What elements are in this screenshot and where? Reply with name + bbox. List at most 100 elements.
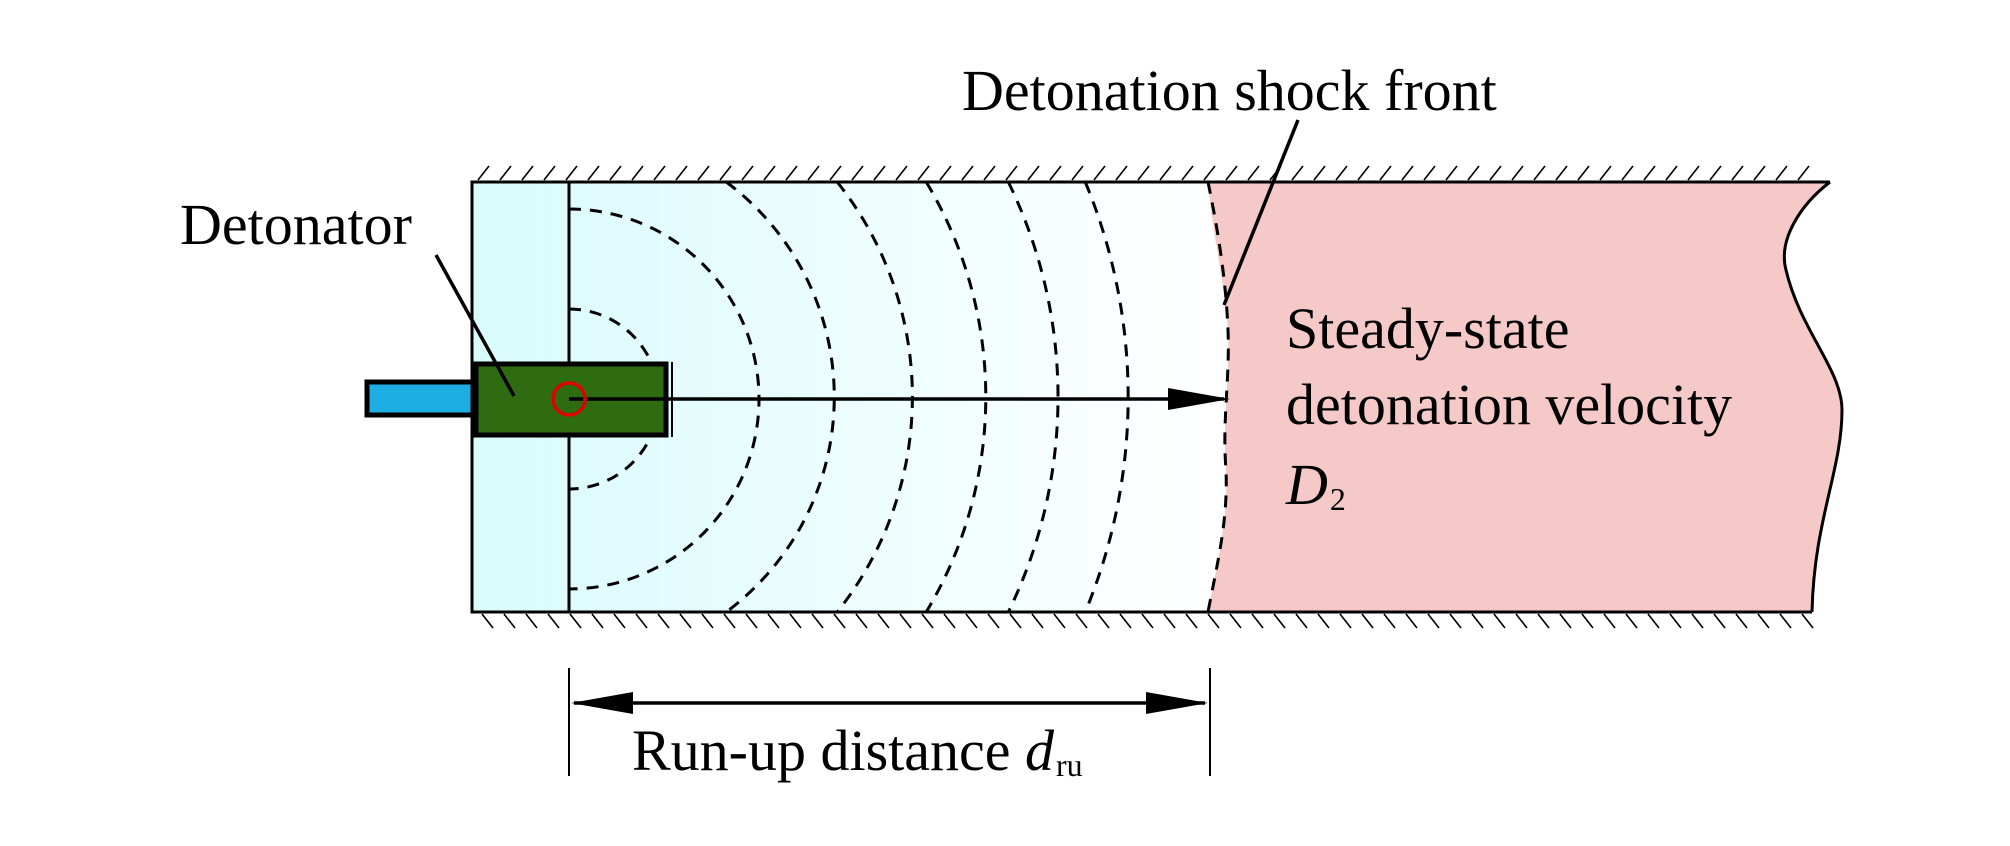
- hatch-mark: [763, 165, 776, 181]
- hatch-mark: [635, 613, 648, 629]
- run-up-symbol: d: [1025, 718, 1055, 783]
- detonator-label: Detonator: [180, 192, 412, 257]
- hatch-mark: [1757, 613, 1770, 629]
- hatch-mark: [807, 165, 820, 181]
- hatch-mark: [631, 165, 644, 181]
- hatch-mark: [767, 613, 780, 629]
- hatch-mark: [1357, 165, 1370, 181]
- hatch-mark: [521, 165, 534, 181]
- velocity-symbol-label: D2: [1286, 456, 1346, 516]
- hatch-mark: [811, 613, 824, 629]
- hatch-mark: [1005, 165, 1018, 181]
- hatch-mark: [657, 613, 670, 629]
- wavefront-arc: [924, 181, 988, 613]
- hatch-mark: [1709, 165, 1722, 181]
- hatch-mark: [1731, 165, 1744, 181]
- hatch-mark: [1317, 613, 1330, 629]
- velocity-symbol: D: [1286, 452, 1328, 517]
- hatch-mark: [899, 613, 912, 629]
- hatch-mark: [1445, 165, 1458, 181]
- hatch-mark: [987, 613, 1000, 629]
- hatch-mark: [1603, 613, 1616, 629]
- hatch-mark: [1097, 613, 1110, 629]
- hatch-mark: [895, 165, 908, 181]
- hatch-mark: [833, 613, 846, 629]
- wavefront-arc: [725, 180, 836, 614]
- hatch-mark: [983, 165, 996, 181]
- hatch-mark: [917, 165, 930, 181]
- hatch-mark: [1801, 613, 1814, 629]
- hatch-mark: [701, 613, 714, 629]
- initiation-point: [551, 381, 587, 417]
- velocity-subscript: 2: [1329, 481, 1346, 517]
- hatch-mark: [1339, 613, 1352, 629]
- hatch-mark: [477, 165, 490, 181]
- hatch-mark: [653, 165, 666, 181]
- hatch-mark: [1621, 165, 1634, 181]
- hatch-mark: [961, 165, 974, 181]
- hatch-mark: [1137, 165, 1150, 181]
- hatch-mark: [1449, 613, 1462, 629]
- hatch-mark: [481, 613, 494, 629]
- hatch-mark: [1207, 613, 1220, 629]
- hatch-mark: [965, 613, 978, 629]
- run-up-subscript: ru: [1056, 747, 1083, 783]
- steady-state-region: [1208, 182, 1842, 612]
- hatch-mark: [1515, 613, 1528, 629]
- hatch-mark: [547, 613, 560, 629]
- hatch-mark: [1229, 613, 1242, 629]
- hatch-mark: [1383, 613, 1396, 629]
- hatch-mark: [679, 613, 692, 629]
- hatch-mark: [1797, 165, 1810, 181]
- hatch-mark: [1427, 613, 1440, 629]
- hatch-mark: [1049, 165, 1062, 181]
- hatch-mark: [1665, 165, 1678, 181]
- hatch-mark: [1687, 165, 1700, 181]
- hatch-mark: [1775, 165, 1788, 181]
- hatch-mark: [1401, 165, 1414, 181]
- hatch-mark: [499, 165, 512, 181]
- hatch-mark: [697, 165, 710, 181]
- hatch-mark: [1471, 613, 1484, 629]
- hatch-mark: [1379, 165, 1392, 181]
- hatch-mark: [1405, 613, 1418, 629]
- hatch-mark: [525, 613, 538, 629]
- hatch-mark: [943, 613, 956, 629]
- run-up-text: Run-up distance: [632, 718, 1011, 783]
- hatch-mark: [1075, 613, 1088, 629]
- hatch-mark: [1625, 613, 1638, 629]
- shock-front-label: Detonation shock front: [962, 58, 1497, 123]
- hatch-mark: [1251, 613, 1264, 629]
- hatch-mark: [1555, 165, 1568, 181]
- hatch-mark: [1031, 613, 1044, 629]
- hatch-mark: [1185, 613, 1198, 629]
- hatch-mark: [675, 165, 688, 181]
- hatch-mark: [1247, 165, 1260, 181]
- hatch-mark: [587, 165, 600, 181]
- run-up-arrowhead-left: [571, 692, 633, 714]
- hatch-mark: [1599, 165, 1612, 181]
- hatch-mark: [1493, 613, 1506, 629]
- hatch-mark: [1181, 165, 1194, 181]
- hatch-mark: [1581, 613, 1594, 629]
- hatch-mark: [1647, 613, 1660, 629]
- detonator-lead: [364, 379, 476, 418]
- hatch-mark: [939, 165, 952, 181]
- hatch-mark: [1203, 165, 1216, 181]
- hatch-mark: [1291, 165, 1304, 181]
- hatch-mark: [851, 165, 864, 181]
- hatch-mark: [565, 165, 578, 181]
- confinement-hatching-bottom: [481, 613, 1814, 629]
- run-up-arrowhead-right: [1146, 692, 1208, 714]
- hatch-mark: [1361, 613, 1374, 629]
- hatch-mark: [1335, 165, 1348, 181]
- hatch-mark: [1027, 165, 1040, 181]
- propagation-arrowhead: [1168, 388, 1230, 410]
- charge-right-edge: [1782, 180, 1844, 613]
- hatch-mark: [1533, 165, 1546, 181]
- hatch-mark: [503, 613, 516, 629]
- hatch-mark: [1753, 165, 1766, 181]
- hatch-mark: [1559, 613, 1572, 629]
